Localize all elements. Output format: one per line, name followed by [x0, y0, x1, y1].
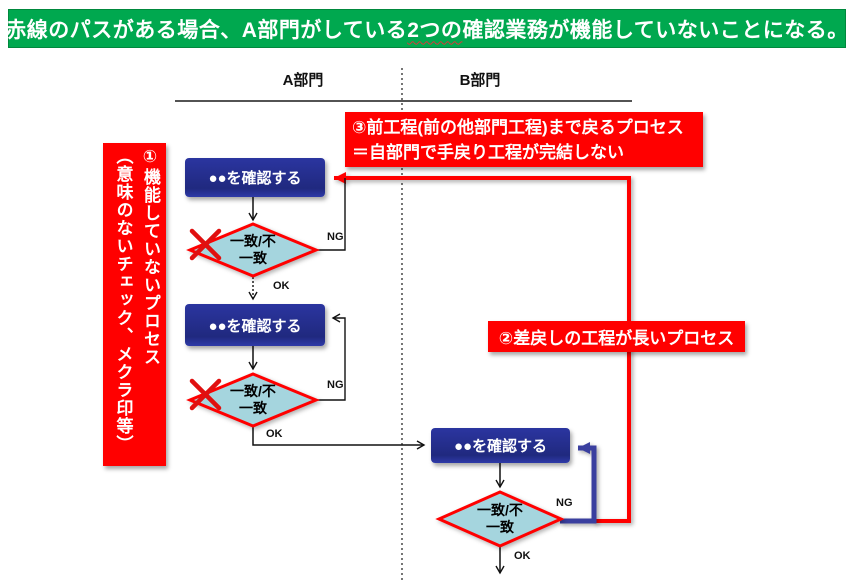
- edge-label-ng-1: NG: [327, 231, 344, 243]
- process-box-confirm-3: ●●を確認する: [431, 428, 570, 463]
- headline-text-pre: 赤線のパスがある場合、A部門がしている: [5, 18, 408, 42]
- decision-3-line-2: 一致: [486, 518, 514, 535]
- decision-2-line-1: 一致/不: [230, 383, 276, 399]
- decision-2-label: 一致/不 一致: [191, 383, 315, 417]
- note-3-return-to-previous-process: ③前工程(前の他部門工程)まで戻るプロセス ＝自部門で手戻り工程が完結しない: [345, 112, 703, 167]
- x-mark-icon: [189, 378, 222, 411]
- ng-loop-dec1: [316, 178, 346, 251]
- note-1-line-1: ①機能していないプロセス: [141, 147, 160, 366]
- arrow-dec2-ok-to-proc3: [252, 426, 426, 450]
- note-1-line-2: （意味のないチェック、メクラ印等）: [113, 147, 133, 453]
- headline-text-post: 確認業務が機能していないことになる。: [462, 18, 849, 42]
- note-3-line-2: ＝自部門で手戻り工程が完結しない: [352, 143, 624, 162]
- process-box-confirm-2: ●●を確認する: [185, 304, 325, 346]
- decision-diamond-3: [435, 490, 565, 548]
- decision-3-line-1: 一致/不: [477, 502, 523, 518]
- note-3-line-1: ③前工程(前の他部門工程)まで戻るプロセス: [352, 118, 684, 137]
- note-1-non-functioning-process: ①機能していないプロセス （意味のないチェック、メクラ印等）: [103, 143, 166, 466]
- decision-1-line-2: 一致: [239, 249, 267, 266]
- decision-1-line-1: 一致/不: [230, 233, 276, 249]
- edge-label-ok-2: OK: [266, 428, 283, 440]
- edge-label-ng-3: NG: [556, 497, 573, 509]
- edge-label-ok-1: OK: [273, 280, 290, 292]
- note-2-text: ②差戻しの工程が長いプロセス: [498, 329, 735, 348]
- process-box-confirm-1: ●●を確認する: [185, 158, 325, 197]
- decision-2-line-2: 一致: [239, 399, 267, 416]
- headline-text-wavy: 2つの: [407, 18, 463, 42]
- lane-header-b: B部門: [459, 72, 501, 89]
- x-mark-icon: [189, 228, 222, 261]
- edge-label-ng-2: NG: [327, 379, 344, 391]
- blue-ng-loop-path: [560, 442, 597, 524]
- lane-header-a: A部門: [282, 72, 324, 89]
- note-2-long-return-process: ②差戻しの工程が長いプロセス: [488, 321, 745, 352]
- decision-3-label: 一致/不 一致: [438, 502, 562, 536]
- edge-label-ok-3: OK: [514, 550, 531, 562]
- decision-1-label: 一致/不 一致: [191, 233, 315, 267]
- ng-loop-dec2: [316, 313, 346, 401]
